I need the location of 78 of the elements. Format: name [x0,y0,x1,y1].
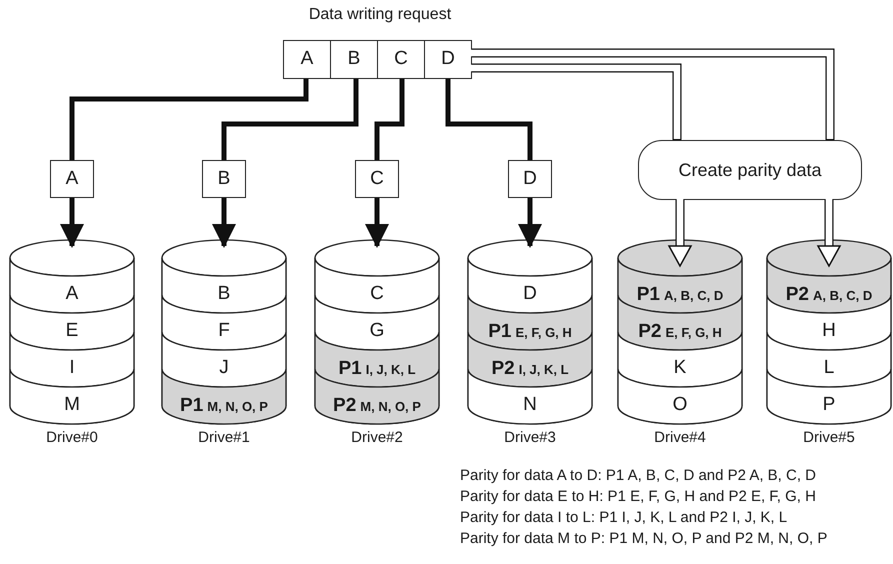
arrow [365,198,389,248]
note-text: Parity for data M to P: P1 M, N, O, P and P2 M, N, O, P [460,529,828,548]
data-block-label: N [523,394,537,414]
data-block-box [355,160,399,198]
heading-text: Data writing request [308,5,452,25]
data-block-label: P [822,394,836,414]
data-block-cell [377,40,425,79]
data-slice [467,258,593,313]
data-slice [314,258,440,313]
note-text: Parity for data I to L: P1 I, J, K, L and P2 I, J, K, L [460,508,788,527]
box-text: C [394,47,408,72]
connector-line [374,79,404,160]
parity-label: P1 [636,285,660,304]
data-list: E, F, G, H [515,326,572,339]
data-block-label: L [824,356,834,378]
data-block-cell [330,40,378,79]
hollow-arrow [668,199,692,268]
box-text: C [370,166,384,191]
data-block-label: G [370,320,384,340]
connector-line [70,79,308,160]
note-text: Parity for data E to H: P1 E, F, G, H and P2 E, F, G, H [460,487,817,506]
data-block-label: C [370,282,384,304]
box-text: A [300,47,314,72]
data-block-box [50,160,94,198]
note-text: Parity for data A to D: P1 A, B, C, D and P2 A, B, C, D [460,466,818,485]
data-block-label: O [672,394,688,414]
data-block-box [202,160,246,198]
box-text: A [66,166,78,191]
data-slice [9,369,135,424]
data-list: I, J, K, L [518,363,569,376]
box-text: Create parity data [678,158,822,182]
data-block-label: I [69,356,75,378]
connector-line [222,79,358,160]
connector-line [446,79,532,160]
data-block-label: H [822,320,836,340]
arrow [60,198,84,248]
arrow [518,198,542,248]
data-list: M, N, O, P [207,400,268,413]
parity-label: P2 [491,359,515,378]
drive-label: Drive#5 [802,430,856,445]
hollow-arrow [816,199,842,268]
arrow [212,198,236,248]
data-block-label: B [218,282,230,304]
data-list: I, J, K, L [366,363,416,376]
parity-label: P1 [180,396,204,415]
drive-label: Drive#2 [350,430,404,445]
drive-label: Drive#3 [503,430,557,445]
box-text: D [523,166,537,191]
data-block-cell [424,40,472,79]
data-block-label: E [66,320,78,340]
parity-label: P2 [786,285,809,304]
data-block-label: M [64,394,80,414]
drive-label: Drive#4 [653,430,707,445]
parity-label: P2 [333,396,356,415]
data-block-cell [283,40,331,79]
drive-label: Drive#1 [197,430,251,445]
process-box [638,140,862,200]
data-block-label: A [66,282,78,304]
parity-label: P1 [488,322,512,341]
data-block-label: K [674,356,686,378]
data-slice [161,258,287,313]
data-list: E, F, G, H [665,326,722,339]
data-block-box [508,160,552,198]
data-block-label: J [219,356,229,378]
data-list: A, B, C, D [813,289,872,302]
hollow-line [471,64,682,140]
box-text: D [441,47,455,72]
data-list: M, N, O, P [360,400,421,413]
data-block-label: F [218,320,230,340]
data-block-label: D [523,282,537,304]
hollow-line [471,48,834,140]
data-slice [9,258,135,313]
box-text: B [218,166,230,191]
data-list: A, B, C, D [664,289,724,302]
parity-label: P1 [338,359,362,378]
parity-label: P2 [638,322,662,341]
box-text: B [348,47,360,72]
drive-label: Drive#0 [45,430,99,445]
